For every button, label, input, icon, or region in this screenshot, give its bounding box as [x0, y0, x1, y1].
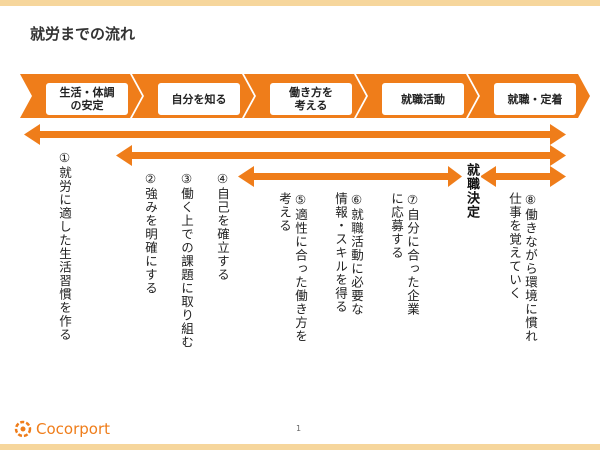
stage-label-3: 働き方を 考える: [269, 82, 353, 116]
arrow-range-3: [238, 166, 462, 187]
decision-label: 就職決定: [462, 163, 481, 219]
cocorport-logo: Cocorport: [14, 420, 110, 438]
step-text-3: ③働く上での課題に取り組む: [179, 171, 194, 349]
logo-mark-icon: [14, 420, 32, 438]
page-title: 就労までの流れ: [30, 25, 136, 43]
step-text-2: ②強みを明確にする: [143, 171, 158, 295]
step-text-1: ①就労に適した生活習慣を作る: [57, 150, 72, 342]
step-text-8: ⑧働きながら環境に慣れ 仕事を覚えていく: [507, 192, 538, 343]
step-text-6: ⑥就職活動に必要な 情報・スキルを得る: [333, 192, 364, 316]
logo-text: Cocorport: [36, 420, 110, 438]
bottom-accent-bar: [0, 444, 600, 450]
page-number: 1: [296, 424, 302, 433]
stage-label-4: 就職活動: [381, 82, 465, 116]
stage-label-1: 生活・体調 の安定: [45, 82, 129, 116]
step-text-7: ⑦自分に合った企業 に応募する: [389, 192, 420, 316]
arrow-range-4: [480, 166, 566, 187]
arrow-range-1: [24, 124, 566, 145]
step-text-4: ④自己を確立する: [215, 171, 230, 282]
stage-label-2: 自分を知る: [157, 82, 241, 116]
arrow-range-2: [116, 145, 566, 166]
step-text-5: ⑤適性に合った働き方を 考える: [277, 192, 308, 343]
top-accent-bar: [0, 0, 600, 6]
stage-label-5: 就職・定着: [493, 82, 577, 116]
